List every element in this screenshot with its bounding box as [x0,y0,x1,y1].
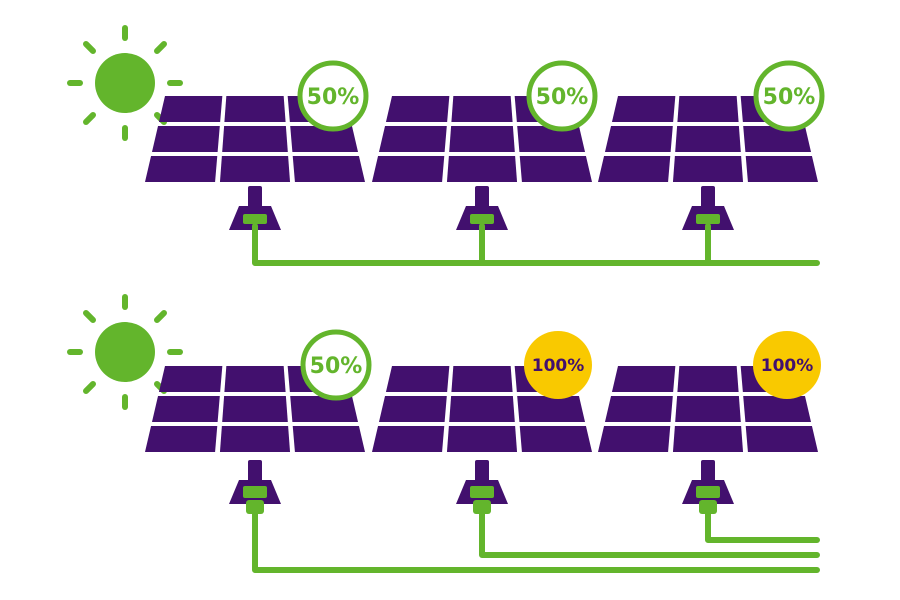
wire-panel-3 [705,509,820,543]
panel-cell [151,126,220,152]
panel-cell [290,396,359,422]
panel-cell [611,96,676,122]
panel-cell [446,426,518,452]
panel-cell [598,156,671,182]
junction-box [696,214,720,224]
panel-cell [145,156,218,182]
panel-cell [446,156,518,182]
panel-cell [145,426,218,452]
panel-cell [672,426,744,452]
panel-cell [743,396,812,422]
mount-post [475,460,489,482]
optimizer-box [246,500,264,514]
panel-cell [292,426,365,452]
solar-panel [598,96,818,182]
mount-post [701,460,715,482]
panel-cell [604,126,673,152]
panel-cell [677,366,739,392]
panel-cell [219,426,291,452]
mount-post [248,460,262,482]
junction-box [470,214,494,224]
panel-cell [745,156,818,182]
shared-wire [252,223,820,266]
panel-cell [517,126,586,152]
panel-mount [229,186,281,230]
panel-cell [519,156,592,182]
panel-cell [517,396,586,422]
junction-box [243,486,267,498]
panel-cell [290,126,359,152]
mount-post [475,186,489,208]
panel-cell [372,426,445,452]
junction-box [470,486,494,498]
panel-cell [672,156,744,182]
separate-wires [252,509,820,573]
panel-cell [158,96,223,122]
panel-cell [378,396,447,422]
bottom-row: 50% 100% 100% [67,294,821,573]
badge-label: 50% [310,354,363,379]
panel-mount [456,186,508,230]
panel-cell [745,426,818,452]
badge-label: 100% [532,356,585,376]
panel-mount [682,460,734,514]
top-row: 50% 50% 50% [67,25,825,266]
panel-cell [598,426,671,452]
panel-cell [224,366,286,392]
panel-cell [378,126,447,152]
panel-cell [151,396,220,422]
badge-label: 50% [536,85,589,110]
panel-cell [158,366,223,392]
panel-cell [222,396,288,422]
panel-cell [372,156,445,182]
wire-panel-1 [252,509,820,573]
panel-cell [451,366,513,392]
efficiency-badge: 100% [524,331,592,399]
panel-cell [449,126,515,152]
efficiency-badge: 100% [753,331,821,399]
panel-cell [611,366,676,392]
efficiency-badge: 50% [300,329,372,401]
panel-cell [292,156,365,182]
panel-cell [519,426,592,452]
mount-post [701,186,715,208]
efficiency-badge: 50% [753,60,825,132]
optimizer-box [699,500,717,514]
panel-cell [743,126,812,152]
panel-mount [682,186,734,230]
optimizer-box [473,500,491,514]
wire-panel-2 [479,509,820,558]
panel-cell [677,96,739,122]
panel-cell [604,396,673,422]
panel-cell [385,96,450,122]
panel-cell [224,96,286,122]
sun-icon [67,25,183,141]
mount-post [248,186,262,208]
junction-box [696,486,720,498]
junction-box [243,214,267,224]
panel-cell [451,96,513,122]
panel-cell [219,156,291,182]
panel-cell [449,396,515,422]
badge-label: 100% [761,356,814,376]
badge-label: 50% [307,85,360,110]
badge-label: 50% [763,85,816,110]
panel-cell [675,126,741,152]
panel-mount [456,460,508,514]
panel-cell [385,366,450,392]
efficiency-badge: 50% [526,60,598,132]
panel-mount [229,460,281,514]
panel-cell [222,126,288,152]
efficiency-badge: 50% [297,60,369,132]
panel-cell [675,396,741,422]
